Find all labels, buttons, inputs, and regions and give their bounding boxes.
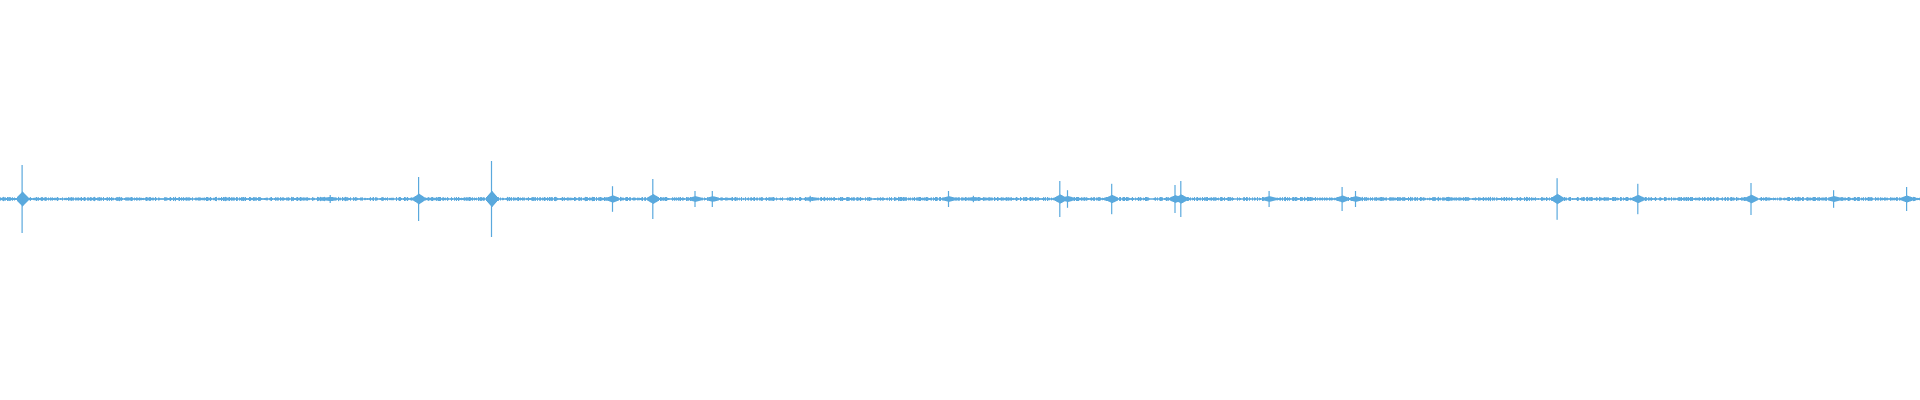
waveform-baseline bbox=[0, 191, 1920, 207]
